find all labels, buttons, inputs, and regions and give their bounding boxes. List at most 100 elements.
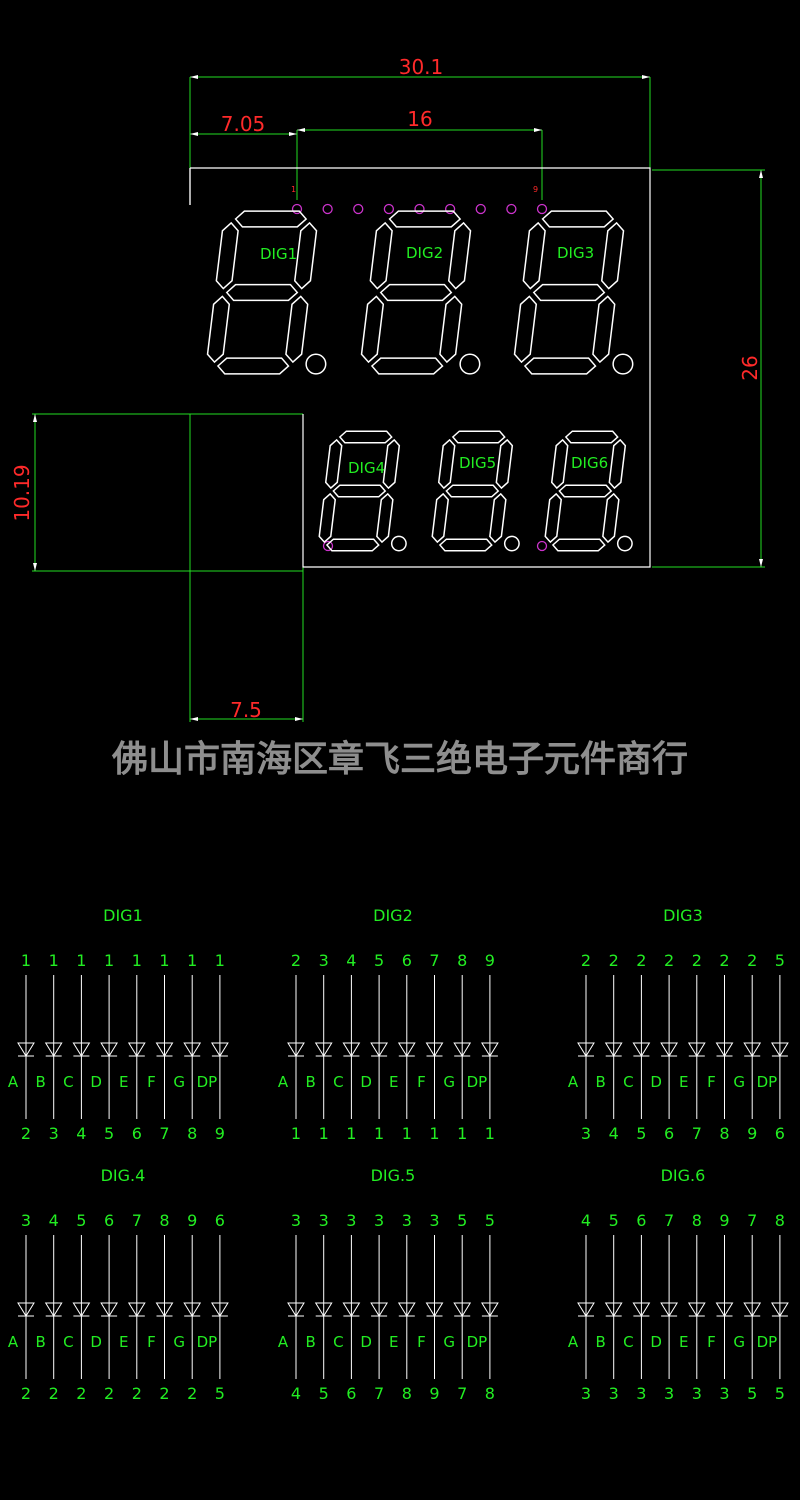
pin-label-first: 1	[291, 185, 296, 194]
diode-icon	[127, 1042, 146, 1057]
digit-label: DIG1	[260, 245, 297, 263]
schematic-bottom-pin: 3	[581, 1384, 591, 1403]
schematic-top-pin: 9	[719, 1211, 729, 1230]
schematic-title: DIG.6	[661, 1166, 706, 1185]
schematic-bottom-pin: 3	[692, 1384, 702, 1403]
segment	[550, 438, 569, 490]
diode-icon	[72, 1302, 91, 1317]
schematic-top-pin: 5	[374, 951, 384, 970]
schematic-segment-label: B	[306, 1333, 316, 1351]
pin-label-last: 9	[533, 185, 538, 194]
schematic-top-pin: 1	[76, 951, 86, 970]
schematic-top-pin: 5	[76, 1211, 86, 1230]
segment	[206, 295, 231, 364]
diode-icon	[44, 1302, 63, 1317]
dim-pin-span: 16	[407, 107, 432, 131]
seven-segment-digit	[544, 430, 633, 552]
schematic-bottom-pin: 7	[159, 1124, 169, 1143]
diode-icon	[183, 1302, 202, 1317]
diode-icon	[715, 1042, 734, 1057]
schematic-top-pin: 5	[609, 1211, 619, 1230]
diode-icon	[100, 1042, 118, 1057]
schematic-title: DIG3	[663, 906, 703, 925]
schematic-top-pin: 7	[132, 1211, 142, 1230]
schematic-segment-label: F	[707, 1073, 716, 1091]
schematic-bottom-pin: 3	[719, 1384, 729, 1403]
diode-icon	[211, 1042, 229, 1057]
schematic-segment-label: DP	[757, 1073, 778, 1091]
decimal-point	[612, 353, 634, 375]
schematic-segment-label: F	[417, 1073, 426, 1091]
schematic-segment-label: D	[650, 1073, 662, 1091]
schematic-top-pin: 1	[187, 951, 197, 970]
schematic-top-pin: 1	[132, 951, 142, 970]
schematic-top-pin: 5	[457, 1211, 467, 1230]
seven-segment-digit	[360, 210, 481, 375]
schematic-top-pin: 6	[104, 1211, 114, 1230]
schematic-bottom-pin: 8	[719, 1124, 729, 1143]
schematic-bottom-pin: 5	[636, 1124, 646, 1143]
dim-lower-offset: 7.5	[230, 698, 262, 722]
segment	[544, 492, 563, 544]
segment	[551, 538, 606, 552]
pin	[506, 203, 517, 215]
schematic-bottom-pin: 5	[104, 1124, 114, 1143]
schematic-segment-label: D	[90, 1333, 102, 1351]
seven-segment-digit	[431, 430, 520, 552]
schematic-segment-label: C	[63, 1333, 73, 1351]
diode-icon	[155, 1042, 174, 1057]
dim-pin1-offset: 7.05	[221, 112, 266, 136]
segment	[592, 295, 616, 364]
schematic-top-pin: 8	[775, 1211, 785, 1230]
diode-icon	[287, 1302, 305, 1317]
schematic-segment-label: E	[119, 1333, 128, 1351]
dim-total-width: 30.1	[399, 55, 444, 79]
segment	[382, 438, 401, 490]
segment	[379, 283, 453, 302]
diode-icon	[370, 1042, 388, 1057]
schematic-segment-label: D	[360, 1073, 372, 1091]
segment	[388, 210, 462, 228]
diode-icon	[632, 1302, 651, 1317]
schematic-bottom-pin: 3	[664, 1384, 674, 1403]
dim-lower-height: 10.19	[10, 464, 34, 521]
schematic-top-pin: 1	[159, 951, 169, 970]
schematic-top-pin: 2	[664, 951, 674, 970]
digit-label: DIG3	[557, 244, 594, 262]
decimal-point	[616, 535, 633, 552]
dimension-lines	[32, 76, 765, 722]
schematic-top-pin: 6	[215, 1211, 225, 1230]
schematic-bottom-pin: 1	[346, 1124, 356, 1143]
pin-schematics: DIG11A21B31C41D51E61F71G81DP9DIG22A13B14…	[8, 906, 789, 1403]
schematic-bottom-pin: 3	[609, 1384, 619, 1403]
pin	[536, 540, 548, 552]
digit-label: DIG2	[406, 244, 443, 262]
schematic-bottom-pin: 2	[21, 1384, 31, 1403]
segment	[445, 484, 500, 498]
schematic-segment-label: B	[36, 1073, 46, 1091]
seven-segment-digit	[206, 210, 327, 375]
diode-icon	[687, 1302, 706, 1317]
schematic-top-pin: 7	[429, 951, 439, 970]
schematic-segment-label: E	[389, 1333, 398, 1351]
schematic-top-pin: 1	[104, 951, 114, 970]
schematic-bottom-pin: 6	[346, 1384, 356, 1403]
schematic-segment-label: B	[596, 1333, 606, 1351]
schematic-bottom-pin: 2	[49, 1384, 59, 1403]
schematic-bottom-pin: 9	[747, 1124, 757, 1143]
diode-icon	[660, 1042, 678, 1057]
schematic-top-pin: 4	[581, 1211, 591, 1230]
pin	[322, 540, 334, 552]
pin	[536, 203, 548, 215]
schematic-top-pin: 2	[581, 951, 591, 970]
schematic-top-pin: 2	[719, 951, 729, 970]
pin	[353, 203, 364, 215]
schematic-top-pin: 6	[402, 951, 412, 970]
schematic-top-pin: 3	[429, 1211, 439, 1230]
dim-height: 26	[738, 355, 762, 380]
schematic-top-pin: 4	[49, 1211, 59, 1230]
diode-icon	[743, 1302, 762, 1317]
segment	[439, 295, 463, 364]
